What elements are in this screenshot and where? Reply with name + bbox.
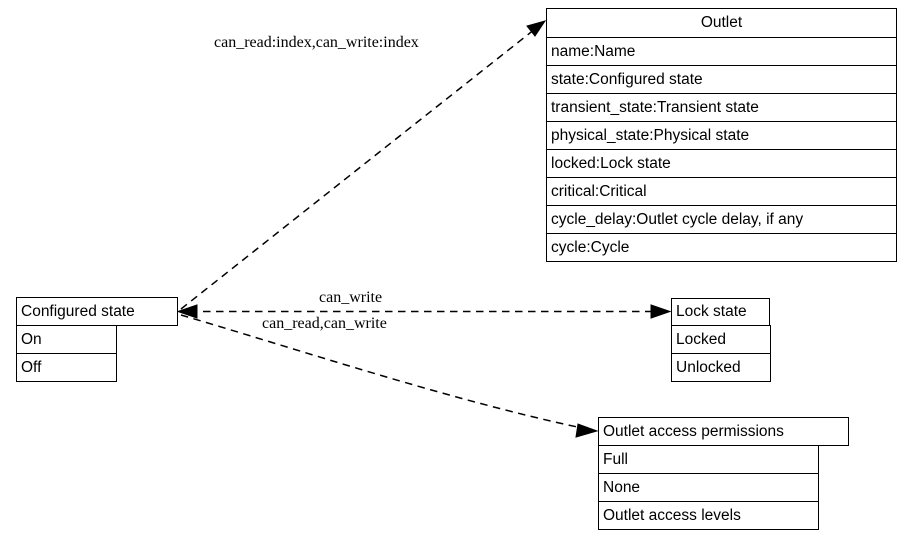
node-outlet-attr-physical-state: physical_state:Physical state [546,121,897,150]
node-configured-state-attr-on: On [16,325,117,354]
node-outlet-access-permissions-title: Outlet access permissions [598,417,849,446]
node-outlet-attr-cycle-delay: cycle_delay:Outlet cycle delay, if any [546,205,897,234]
node-outlet-title: Outlet [546,8,897,38]
edge-label-can-read-can-write: can_read,can_write [262,315,387,332]
arrowhead-outlet [526,20,547,37]
node-configured-state-attr-off: Off [16,353,117,382]
edge-label-can-write: can_write [319,289,383,306]
edge-label-can-read-index-can-write-index: can_read:index,can_write:index [214,34,419,51]
node-lock-state-attr-unlocked: Unlocked [671,353,771,382]
edge-configured-state-to-outlet [180,28,536,310]
node-outlet-attr-critical: critical:Critical [546,177,897,206]
node-outlet-attr-locked: locked:Lock state [546,149,897,178]
node-lock-state-title: Lock state [671,298,770,326]
node-outlet-attr-state: state:Configured state [546,65,897,94]
edge-configured-state-to-access-permissions [180,314,583,429]
node-outlet-access-permissions-attr-levels: Outlet access levels [598,501,819,530]
node-outlet-attr-name: name:Name [546,37,897,66]
arrowhead-lock-state [650,304,672,319]
node-configured-state-title: Configured state [16,297,178,326]
node-outlet-access-permissions-attr-none: None [598,473,819,502]
arrowhead-access-permissions [575,423,599,438]
node-outlet-attr-transient-state: transient_state:Transient state [546,93,897,122]
node-outlet-access-permissions-attr-full: Full [598,445,819,474]
node-lock-state-attr-locked: Locked [671,325,771,354]
arrowhead-configured-state [176,304,198,319]
node-outlet-attr-cycle: cycle:Cycle [546,233,897,262]
